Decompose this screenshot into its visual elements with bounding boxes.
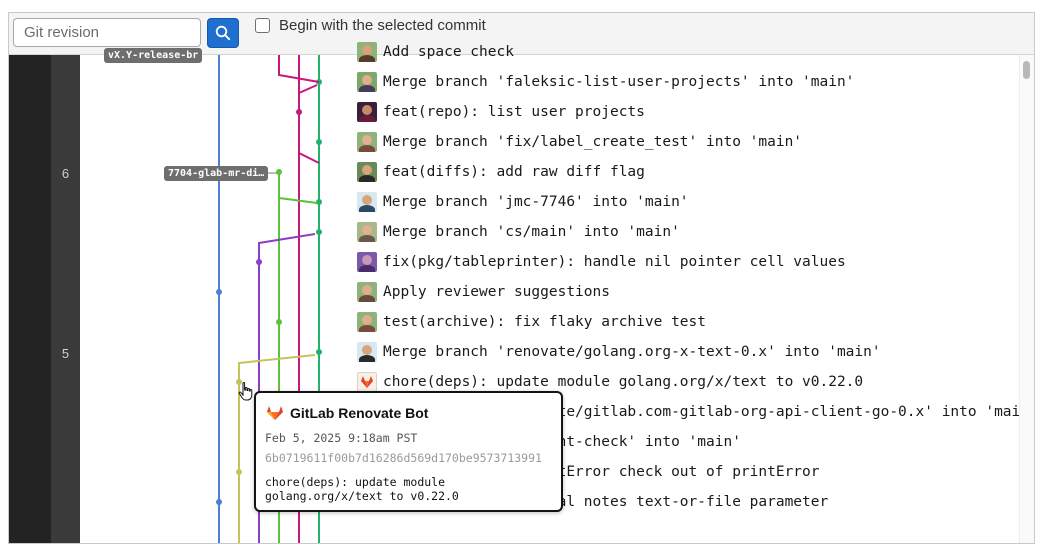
author-avatar <box>357 162 377 182</box>
author-avatar <box>357 222 377 242</box>
branch-tag[interactable]: 7704-glab-mr-di… <box>164 166 269 181</box>
author-avatar <box>357 102 377 122</box>
tooltip-author: GitLab Renovate Bot <box>290 405 429 421</box>
commit-message: feat(repo): list user projects <box>383 104 645 120</box>
vertical-scrollbar[interactable] <box>1019 55 1034 543</box>
commit-message: Merge branch 'faleksic-list-user-project… <box>383 74 855 90</box>
git-revision-input[interactable] <box>13 18 201 47</box>
hand-cursor-icon <box>238 382 253 401</box>
commit-row[interactable]: test(archive): fix flaky archive test <box>357 307 706 337</box>
author-avatar <box>357 312 377 332</box>
gutter-line-numbers <box>51 55 80 543</box>
commit-row[interactable]: feat(repo): list user projects <box>357 97 645 127</box>
gutter-dark <box>9 55 51 543</box>
scrollbar-thumb[interactable] <box>1023 61 1030 79</box>
commit-row[interactable]: Add space check <box>357 37 514 67</box>
commit-message: Merge branch 'renovate/golang.org-x-text… <box>383 344 881 360</box>
commit-row[interactable]: Merge branch 'faleksic-list-user-project… <box>357 67 854 97</box>
author-avatar <box>357 252 377 272</box>
tooltip-message-line: golang.org/x/text to v0.22.0 <box>265 489 459 503</box>
author-avatar <box>357 42 377 62</box>
author-avatar <box>357 342 377 362</box>
commit-message: Merge branch 'jmc-7746' into 'main' <box>383 194 689 210</box>
commit-tooltip: GitLab Renovate Bot Feb 5, 2025 9:18am P… <box>254 391 563 512</box>
begin-with-selected-checkbox[interactable] <box>255 18 270 33</box>
commit-message: Apply reviewer suggestions <box>383 284 610 300</box>
commit-row[interactable]: Apply reviewer suggestions <box>357 277 610 307</box>
commit-row[interactable]: fix(pkg/tableprinter): handle nil pointe… <box>357 247 846 277</box>
commit-message: test(archive): fix flaky archive test <box>383 314 707 330</box>
commit-message: Add space check <box>383 44 514 60</box>
commit-row[interactable]: Merge branch 'renovate/golang.org-x-text… <box>357 337 881 367</box>
tooltip-message-line: chore(deps): update module <box>265 475 446 489</box>
commit-row[interactable]: Merge branch 'cs/main' into 'main' <box>357 217 680 247</box>
commit-message: feat(diffs): add raw diff flag <box>383 164 645 180</box>
search-button[interactable] <box>207 18 239 48</box>
commit-message: chore(deps): update module golang.org/x/… <box>383 374 864 390</box>
commit-row[interactable]: chore(deps): update module golang.org/x/… <box>357 367 863 397</box>
commit-row[interactable]: Merge branch 'jmc-7746' into 'main' <box>357 187 689 217</box>
branch-tag[interactable]: vX.Y-release-br <box>104 48 203 63</box>
author-avatar <box>357 282 377 302</box>
begin-with-selected-label: Begin with the selected commit <box>279 17 486 34</box>
commit-message: Merge branch 'cs/main' into 'main' <box>383 224 680 240</box>
gutter-number: 5 <box>61 346 70 361</box>
author-avatar <box>357 72 377 92</box>
gitlab-logo-icon <box>267 406 283 420</box>
commit-graph <box>216 55 322 543</box>
begin-with-selected-option[interactable]: Begin with the selected commit <box>255 17 486 34</box>
gitlab-logo-icon <box>361 376 373 388</box>
commit-message: fix(pkg/tableprinter): handle nil pointe… <box>383 254 846 270</box>
author-avatar <box>357 192 377 212</box>
renovate-avatar <box>357 372 377 392</box>
commit-message: Merge branch 'fix/label_create_test' int… <box>383 134 803 150</box>
tooltip-date: Feb 5, 2025 9:18am PST <box>265 431 418 445</box>
tooltip-message: chore(deps): update module golang.org/x/… <box>265 475 459 503</box>
commit-row[interactable]: feat(diffs): add raw diff flag <box>357 157 645 187</box>
search-icon <box>215 25 231 41</box>
author-avatar <box>357 132 377 152</box>
tooltip-sha: 6b0719611f00b7d16286d569d170be9573713991 <box>265 451 542 465</box>
commit-row[interactable]: Merge branch 'fix/label_create_test' int… <box>357 127 802 157</box>
gutter-number: 6 <box>61 166 70 181</box>
